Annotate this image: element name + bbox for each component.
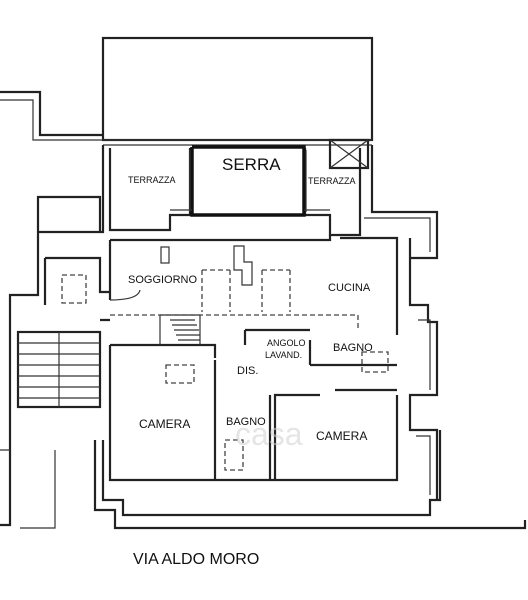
serra-walls: [190, 145, 306, 217]
label-dis: DIS.: [237, 365, 258, 377]
dashed-box-bagno: [361, 351, 389, 373]
label-soggiorno: SOGGIORNO: [128, 274, 198, 286]
shaft-cross-2: [329, 139, 369, 169]
door-arc: [109, 289, 141, 301]
dashed-box-left: [61, 274, 87, 304]
shaft-box: [328, 138, 370, 170]
label-bagno-top: BAGNO: [333, 342, 373, 354]
bottom-left-stub: [0, 449, 56, 529]
neighbor-left-top-inner: [0, 99, 103, 141]
building-outline: [0, 145, 442, 527]
watermark: casa: [235, 416, 303, 452]
label-street: VIA ALDO MORO: [133, 551, 259, 568]
label-terrazza-right: TERRAZZA: [308, 176, 356, 186]
stair-walls: [159, 314, 201, 345]
label-cucina: CUCINA: [328, 282, 371, 294]
chimney-shape: [233, 245, 253, 286]
serra-roof-outline: [101, 36, 374, 142]
right-outline: [370, 145, 439, 500]
label-angolo-2: LAVAND.: [265, 350, 302, 360]
bottom-outline: [93, 440, 527, 530]
exterior-stairs: [16, 330, 102, 409]
small-vent: [160, 246, 170, 264]
main-walls: [108, 235, 399, 482]
neighbor-left-top: [0, 90, 103, 137]
label-terrazza-left: TERRAZZA: [128, 175, 176, 185]
label-bagno-bottom: BAGNO: [226, 416, 266, 428]
right-outline-inner: [364, 217, 431, 495]
label-angolo-1: ANGOLO: [267, 338, 306, 348]
dashed-box-bagno2: [224, 439, 244, 471]
label-serra: SERRA: [222, 155, 281, 174]
dashed-box-camera: [165, 364, 195, 384]
label-camera-right: CAMERA: [316, 429, 367, 443]
entrance-walls: [43, 256, 110, 322]
serra-inner: [170, 150, 330, 212]
dashed-beams: [110, 269, 359, 330]
label-camera-left: CAMERA: [139, 417, 190, 431]
